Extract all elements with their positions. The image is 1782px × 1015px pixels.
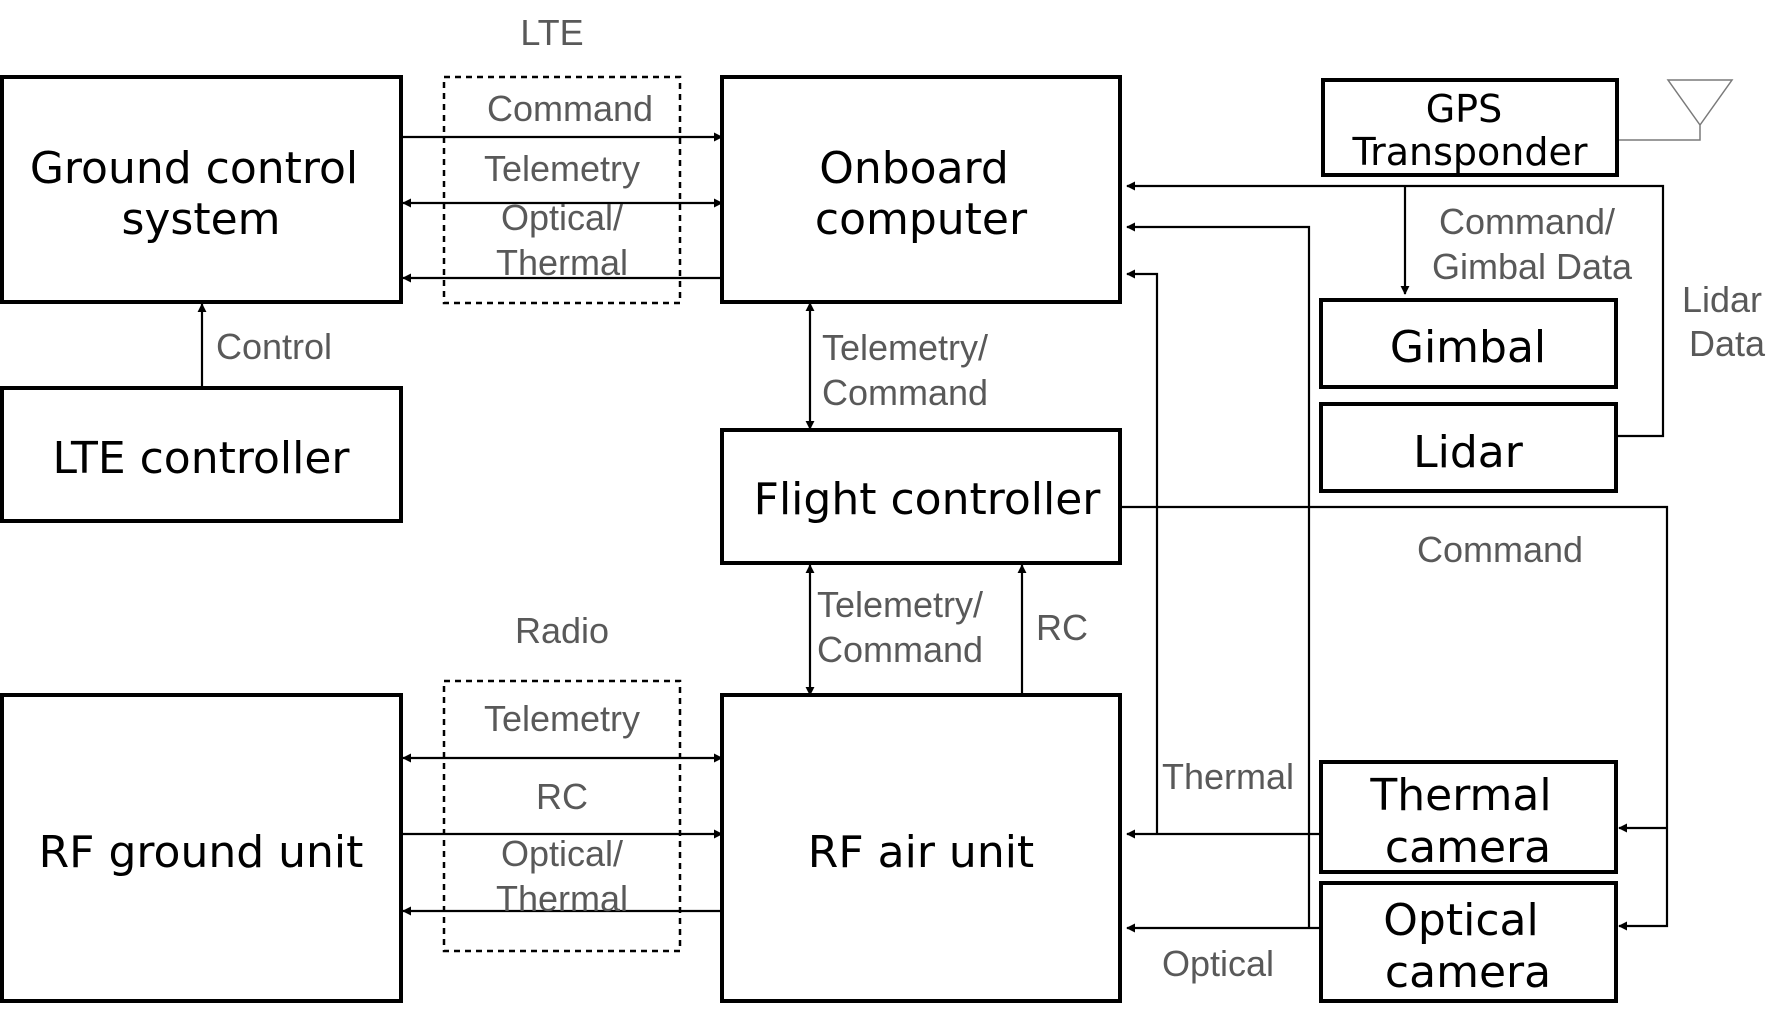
oc-fc-label: Telemetry/ Command bbox=[822, 327, 998, 413]
rf-ground-unit-label: RF ground unit bbox=[39, 827, 364, 878]
radio-optical-label: Optical/ bbox=[501, 833, 623, 874]
optical-label: Optical bbox=[1162, 943, 1274, 984]
rc-label: RC bbox=[1036, 607, 1088, 648]
gimbal-block: Gimbal bbox=[1319, 298, 1618, 389]
gps-transponder-block: GPS Transponder bbox=[1321, 78, 1619, 177]
gimbal-data-label: Command/ Gimbal Data bbox=[1432, 201, 1633, 287]
rf-air-unit-block: RF air unit bbox=[720, 693, 1122, 1003]
lte-controller-label: LTE controller bbox=[52, 433, 350, 484]
onboard-computer-label: Onboard computer bbox=[815, 143, 1028, 245]
thermal-camera-label: Thermal camera bbox=[1369, 770, 1565, 873]
thermal-to-oc-line bbox=[1126, 269, 1159, 834]
flight-controller-label: Flight controller bbox=[754, 474, 1102, 525]
connections bbox=[197, 79, 1734, 933]
fc-rf-label: Telemetry/ Command bbox=[817, 584, 993, 670]
lidar-block: Lidar bbox=[1319, 402, 1618, 493]
optical-camera-block: Optical camera bbox=[1319, 881, 1618, 1003]
rf-air-unit-label: RF air unit bbox=[808, 827, 1034, 878]
rf-ground-unit-block: RF ground unit bbox=[0, 693, 403, 1003]
control-label: Control bbox=[216, 326, 332, 367]
lidar-data-line bbox=[1126, 181, 1665, 438]
ground-control-system-label: Ground control system bbox=[30, 143, 372, 245]
gps-transponder-label: GPS Transponder bbox=[1352, 87, 1588, 174]
lte-thermal-label: Thermal bbox=[496, 242, 628, 283]
radio-thermal-label: Thermal bbox=[496, 878, 628, 919]
command-label: Command bbox=[1417, 529, 1583, 570]
command-line bbox=[1122, 505, 1669, 931]
optical-to-oc-line bbox=[1126, 222, 1311, 928]
gimbal-label: Gimbal bbox=[1390, 322, 1546, 373]
lte-optical-label: Optical/ bbox=[501, 197, 623, 238]
lidar-data-label: Lidar Data bbox=[1682, 279, 1772, 364]
thermal-label: Thermal bbox=[1162, 756, 1294, 797]
lte-link-title: LTE bbox=[520, 12, 583, 53]
thermal-camera-block: Thermal camera bbox=[1319, 760, 1618, 874]
radio-rc-label: RC bbox=[536, 776, 588, 817]
antenna-icon bbox=[1619, 79, 1734, 141]
optical-camera-label: Optical camera bbox=[1383, 895, 1552, 998]
radio-link-title: Radio bbox=[515, 610, 609, 651]
ground-control-system-block: Ground control system bbox=[0, 75, 403, 304]
lidar-label: Lidar bbox=[1413, 427, 1524, 478]
lte-telemetry-label: Telemetry bbox=[484, 148, 640, 189]
onboard-computer-block: Onboard computer bbox=[720, 75, 1122, 304]
radio-telemetry-label: Telemetry bbox=[484, 698, 640, 739]
flight-controller-block: Flight controller bbox=[720, 428, 1122, 565]
lte-controller-block: LTE controller bbox=[0, 386, 403, 523]
lte-command-label: Command bbox=[487, 88, 653, 129]
